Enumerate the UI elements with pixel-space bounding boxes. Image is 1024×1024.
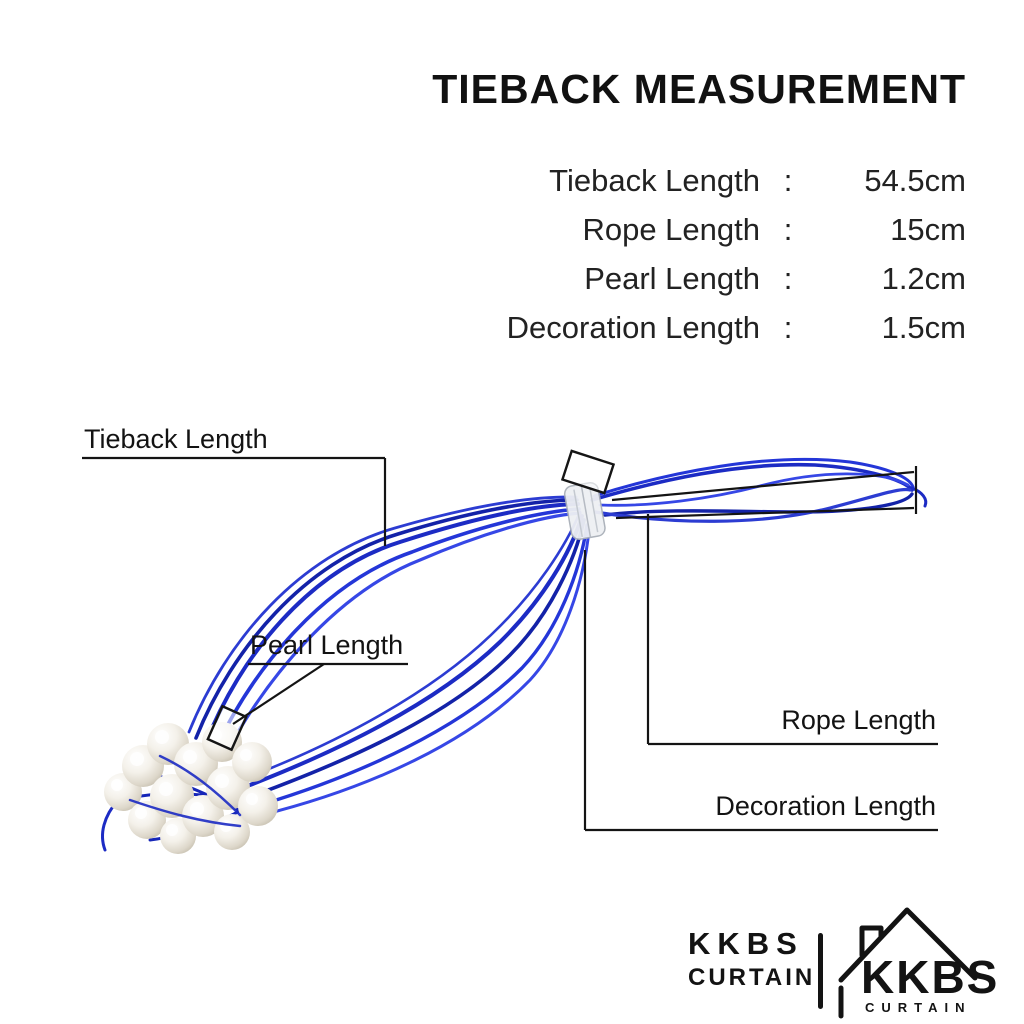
measurement-label: Tieback Length bbox=[549, 163, 760, 198]
measurement-colon: : bbox=[783, 212, 793, 247]
brand-wordmark-bottom: CURTAIN bbox=[688, 964, 816, 991]
callout-tieback-length: Tieback Length bbox=[84, 424, 268, 454]
house-roof-icon bbox=[838, 907, 978, 1019]
measurement-row: Decoration Length : 1.5cm bbox=[507, 303, 966, 352]
measurement-row: Tieback Length : 54.5cm bbox=[507, 156, 966, 205]
measurement-colon: : bbox=[783, 261, 793, 296]
callout-rope-length: Rope Length bbox=[781, 705, 936, 735]
pearl-marker bbox=[206, 704, 248, 752]
brand-divider bbox=[818, 933, 823, 1009]
measurement-value: 1.5cm bbox=[881, 310, 966, 345]
house-logo-subtext: CURTAIN bbox=[865, 1000, 972, 1015]
measurement-table: Tieback Length : 54.5cm Rope Length : 15… bbox=[507, 156, 966, 352]
pearl-cluster bbox=[104, 722, 278, 854]
cluster-threads-over bbox=[128, 754, 242, 828]
measurement-label: Rope Length bbox=[582, 212, 760, 247]
house-logo: KKBS CURTAIN bbox=[838, 907, 999, 1019]
measurement-colon: : bbox=[783, 163, 793, 198]
measurement-row: Pearl Length : 1.2cm bbox=[507, 254, 966, 303]
brand-wordmark-top: KKBS bbox=[688, 926, 804, 961]
callout-lines bbox=[82, 456, 938, 832]
page-title: TIEBACK MEASUREMENT bbox=[432, 66, 966, 112]
measurement-label: Decoration Length bbox=[506, 310, 760, 345]
measurement-value: 15cm bbox=[890, 212, 966, 247]
brand-wordmark: KKBS CURTAIN bbox=[688, 926, 815, 994]
measurement-label: Pearl Length bbox=[584, 261, 760, 296]
measurement-value: 1.2cm bbox=[881, 261, 966, 296]
measurement-value: 54.5cm bbox=[864, 163, 966, 198]
house-logo-name: KKBS bbox=[861, 951, 999, 1003]
decoration-marker bbox=[560, 449, 616, 495]
measurement-colon: : bbox=[783, 310, 793, 345]
callout-pearl-length: Pearl Length bbox=[250, 630, 404, 660]
callout-decoration-length: Decoration Length bbox=[715, 791, 936, 821]
measurement-row: Rope Length : 15cm bbox=[507, 205, 966, 254]
measurement-lines bbox=[611, 466, 918, 520]
